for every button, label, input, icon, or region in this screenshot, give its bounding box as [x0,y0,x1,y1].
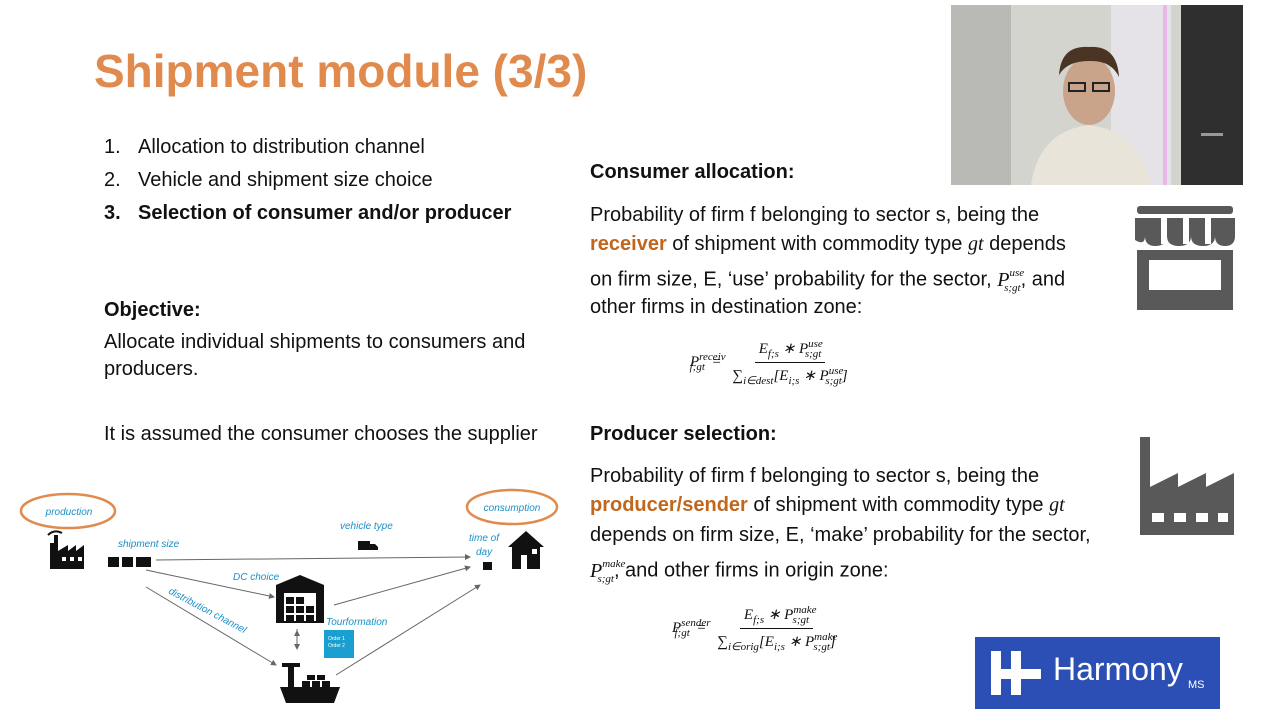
dc-choice-label: DC choice [233,572,280,583]
store-icon [1135,206,1235,310]
factory-icon [1140,437,1234,535]
order-2-label: Order 2 [328,643,345,649]
house-icon [508,531,544,569]
producer-heading: Producer selection: [590,423,777,445]
assumption-text: It is assumed the consumer chooses the s… [104,423,538,445]
truck-icon [358,541,378,550]
harmony-mark-icon [991,651,1041,695]
producer-keyword: producer/sender [590,494,748,516]
consumption-ellipse [465,488,559,526]
consumer-line-3: on firm size, E, ‘use’ probability for t… [590,267,1066,294]
consumer-line-2: receiver of shipment with commodity type… [590,233,1066,255]
production-label: production [45,507,93,518]
production-ellipse [19,492,117,530]
shipment-size-label: shipment size [118,539,180,550]
list-text: Allocation to distribution channel [138,136,425,158]
producer-line-3: depends on firm size, E, ‘make’ probabil… [590,524,1091,546]
producer-line-4: Pmakes;gt, and other firms in origin zon… [590,558,889,585]
consumption-label: consumption [484,503,541,514]
day-label: day [476,547,493,558]
list-number: 2. [104,169,121,191]
objective-text: Allocate individual shipments to consume… [104,331,526,380]
factory-small-icon [47,530,84,569]
shipment-boxes [108,557,151,567]
list-number: 1. [104,136,121,158]
list-item: 1. Allocation to distribution channel [104,136,425,159]
producer-line-1: Probability of firm f belonging to secto… [590,465,1040,487]
receiver-keyword: receiver [590,233,667,255]
consumer-line-1: Probability of firm f belonging to secto… [590,204,1040,226]
order-document [324,630,354,658]
harmony-logo: Harmony MS [975,637,1220,709]
logo-suffix: MS [1188,679,1205,691]
order-1-label: Order 1 [328,636,345,642]
vehicle-type-label: vehicle type [340,521,393,532]
tourformation-label: Tourformation [326,617,388,628]
time-of-label: time of [469,533,500,544]
slide-title: Shipment module (3/3) [94,45,588,97]
logo-text: Harmony [1053,651,1183,687]
list-number: 3. [104,202,121,224]
objective-heading: Objective: [104,299,201,321]
p-make-symbol: Pmakes;gt [590,558,626,585]
warehouse-icon [276,575,324,623]
producer-line-2: producer/sender of shipment with commodi… [590,494,1065,516]
shipment-diagram: production consumption shipment size veh… [19,488,559,703]
list-item: 2. Vehicle and shipment size choice [104,169,433,192]
presenter-video-frame [951,5,1243,185]
ship-icon [280,663,340,703]
sender-formula: Psenderf;gt = Ef;s ∗ Pmakes;gt∑i∈orig[Ei… [672,604,838,653]
list-item-active: 3. Selection of consumer and/or producer [104,202,511,225]
p-use-symbol: Puses;gt [997,267,1025,294]
presenter-video [951,5,1243,185]
distribution-channel-label: distribution channel [167,586,249,637]
list-text: Selection of consumer and/or producer [138,202,512,224]
receiver-formula: Preceivf;gt = Ef;s ∗ Puses;gt∑i∈dest[Ei;… [689,338,848,387]
consumer-line-4: other firms in destination zone: [590,296,863,318]
consumer-heading: Consumer allocation: [590,161,795,183]
list-text: Vehicle and shipment size choice [138,169,433,191]
